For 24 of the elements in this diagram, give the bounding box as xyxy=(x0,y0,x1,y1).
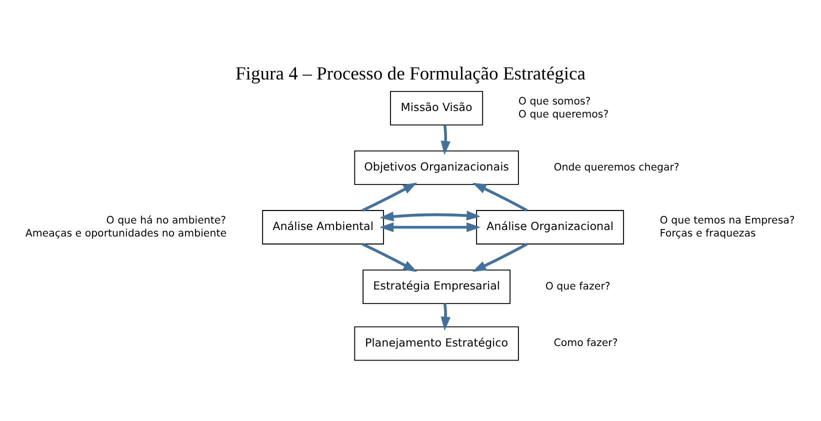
node-box: Análise Organizacional xyxy=(476,210,624,244)
node-box: Planejamento Estratégico xyxy=(354,326,519,361)
arrow xyxy=(362,242,418,272)
node-label: O que fazer? xyxy=(545,281,610,292)
node-label: Como fazer? xyxy=(554,338,618,350)
arrow xyxy=(472,182,528,212)
arrow xyxy=(362,182,418,212)
arrow xyxy=(380,222,481,232)
arrow xyxy=(380,210,481,222)
node-label: O que queremos? xyxy=(518,109,609,120)
node-label: Forças e fraquezas xyxy=(660,228,756,240)
arrow xyxy=(440,124,450,155)
node-label: O que temos na Empresa? xyxy=(660,215,795,226)
node-box: Objetivos Organizacionais xyxy=(354,150,519,185)
node-label: O que há no ambiente? xyxy=(106,215,226,226)
node-box: Estratégia Empresarial xyxy=(362,270,510,304)
diagram-title: Figura 4 – Processo de Formulação Estratégica xyxy=(235,63,586,84)
node-label: O que somos? xyxy=(518,96,591,108)
arrow xyxy=(440,303,451,331)
arrow xyxy=(472,242,528,272)
node-box: Missão Visão xyxy=(390,90,484,126)
node-label: Onde queremos chegar? xyxy=(554,162,680,174)
node-label: Ameaças e oportunidades no ambiente xyxy=(25,228,227,240)
node-box: Análise Ambiental xyxy=(262,210,384,244)
